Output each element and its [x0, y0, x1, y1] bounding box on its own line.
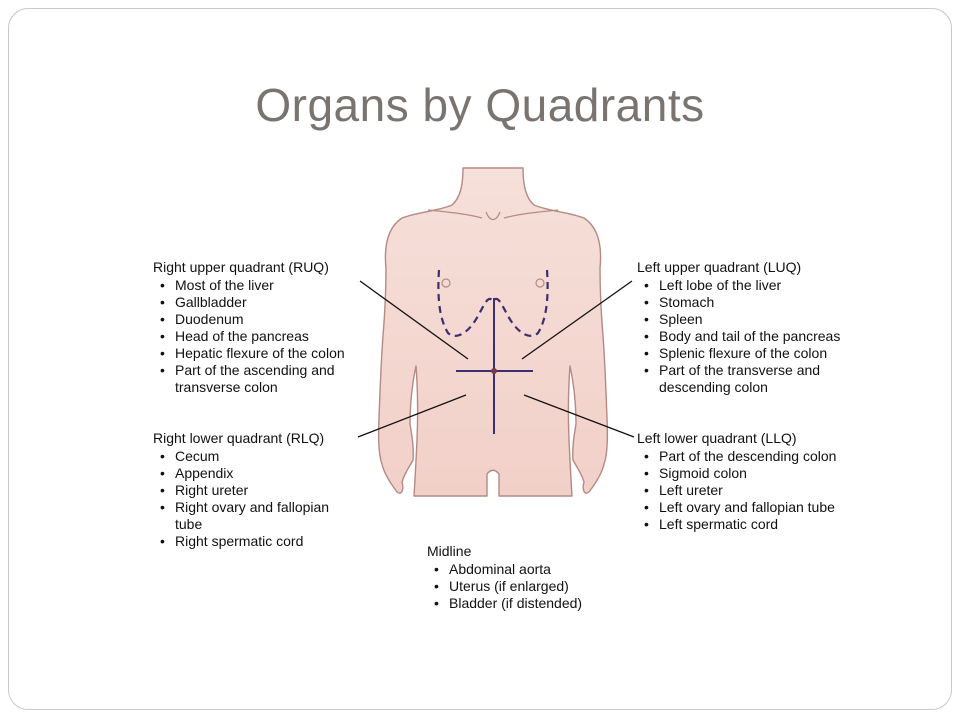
list-item: Part of the transverse and descending co… — [637, 362, 867, 396]
list-item: Spleen — [637, 311, 867, 328]
leader-llq — [523, 394, 635, 438]
leader-luq — [521, 280, 633, 360]
luq-organ-list: Left lobe of the liver Stomach Spleen Bo… — [637, 277, 867, 396]
list-item: Cecum — [153, 448, 358, 465]
leader-ruq — [359, 280, 469, 360]
list-item: Body and tail of the pancreas — [637, 328, 867, 345]
list-item: Right ovary and fallopian tube — [153, 499, 358, 533]
luq-block: Left upper quadrant (LUQ) Left lobe of t… — [637, 259, 867, 396]
list-item: Left ureter — [637, 482, 857, 499]
left-nipple — [535, 278, 545, 288]
list-item: Splenic flexure of the colon — [637, 345, 867, 362]
list-item: Part of the ascending and transverse col… — [153, 362, 368, 396]
leader-rlq — [357, 394, 467, 438]
list-item: Hepatic flexure of the colon — [153, 345, 368, 362]
clavicle-lines — [427, 209, 559, 221]
list-item: Left lobe of the liver — [637, 277, 867, 294]
slide-title: Organs by Quadrants — [255, 79, 705, 131]
list-item: Most of the liver — [153, 277, 368, 294]
list-item: Bladder (if distended) — [427, 595, 627, 612]
midline-organ-list: Abdominal aorta Uterus (if enlarged) Bla… — [427, 561, 627, 612]
list-item: Sigmoid colon — [637, 465, 857, 482]
rlq-block: Right lower quadrant (RLQ) Cecum Appendi… — [153, 430, 358, 550]
umbilicus — [491, 368, 497, 374]
llq-heading: Left lower quadrant (LLQ) — [637, 430, 797, 446]
list-item: Duodenum — [153, 311, 368, 328]
midline-block: Midline Abdominal aorta Uterus (if enlar… — [427, 543, 627, 612]
ribcage-outline-left — [493, 269, 549, 337]
ribcage-outline-right — [437, 269, 493, 337]
list-item: Uterus (if enlarged) — [427, 578, 627, 595]
list-item: Part of the descending colon — [637, 448, 857, 465]
midline-heading: Midline — [427, 543, 472, 559]
right-nipple — [441, 278, 451, 288]
luq-heading: Left upper quadrant (LUQ) — [637, 259, 802, 275]
list-item: Head of the pancreas — [153, 328, 368, 345]
ruq-organ-list: Most of the liver Gallbladder Duodenum H… — [153, 277, 368, 396]
rlq-heading: Right lower quadrant (RLQ) — [153, 430, 325, 446]
list-item: Gallbladder — [153, 294, 368, 311]
list-item: Abdominal aorta — [427, 561, 627, 578]
llq-organ-list: Part of the descending colon Sigmoid col… — [637, 448, 857, 533]
rlq-organ-list: Cecum Appendix Right ureter Right ovary … — [153, 448, 358, 550]
list-item: Left ovary and fallopian tube — [637, 499, 857, 516]
list-item: Right ureter — [153, 482, 358, 499]
list-item: Stomach — [637, 294, 867, 311]
ruq-block: Right upper quadrant (RUQ) Most of the l… — [153, 259, 368, 396]
ruq-heading: Right upper quadrant (RUQ) — [153, 259, 329, 275]
llq-block: Left lower quadrant (LLQ) Part of the de… — [637, 430, 857, 533]
list-item: Appendix — [153, 465, 358, 482]
list-item: Left spermatic cord — [637, 516, 857, 533]
list-item: Right spermatic cord — [153, 533, 358, 550]
